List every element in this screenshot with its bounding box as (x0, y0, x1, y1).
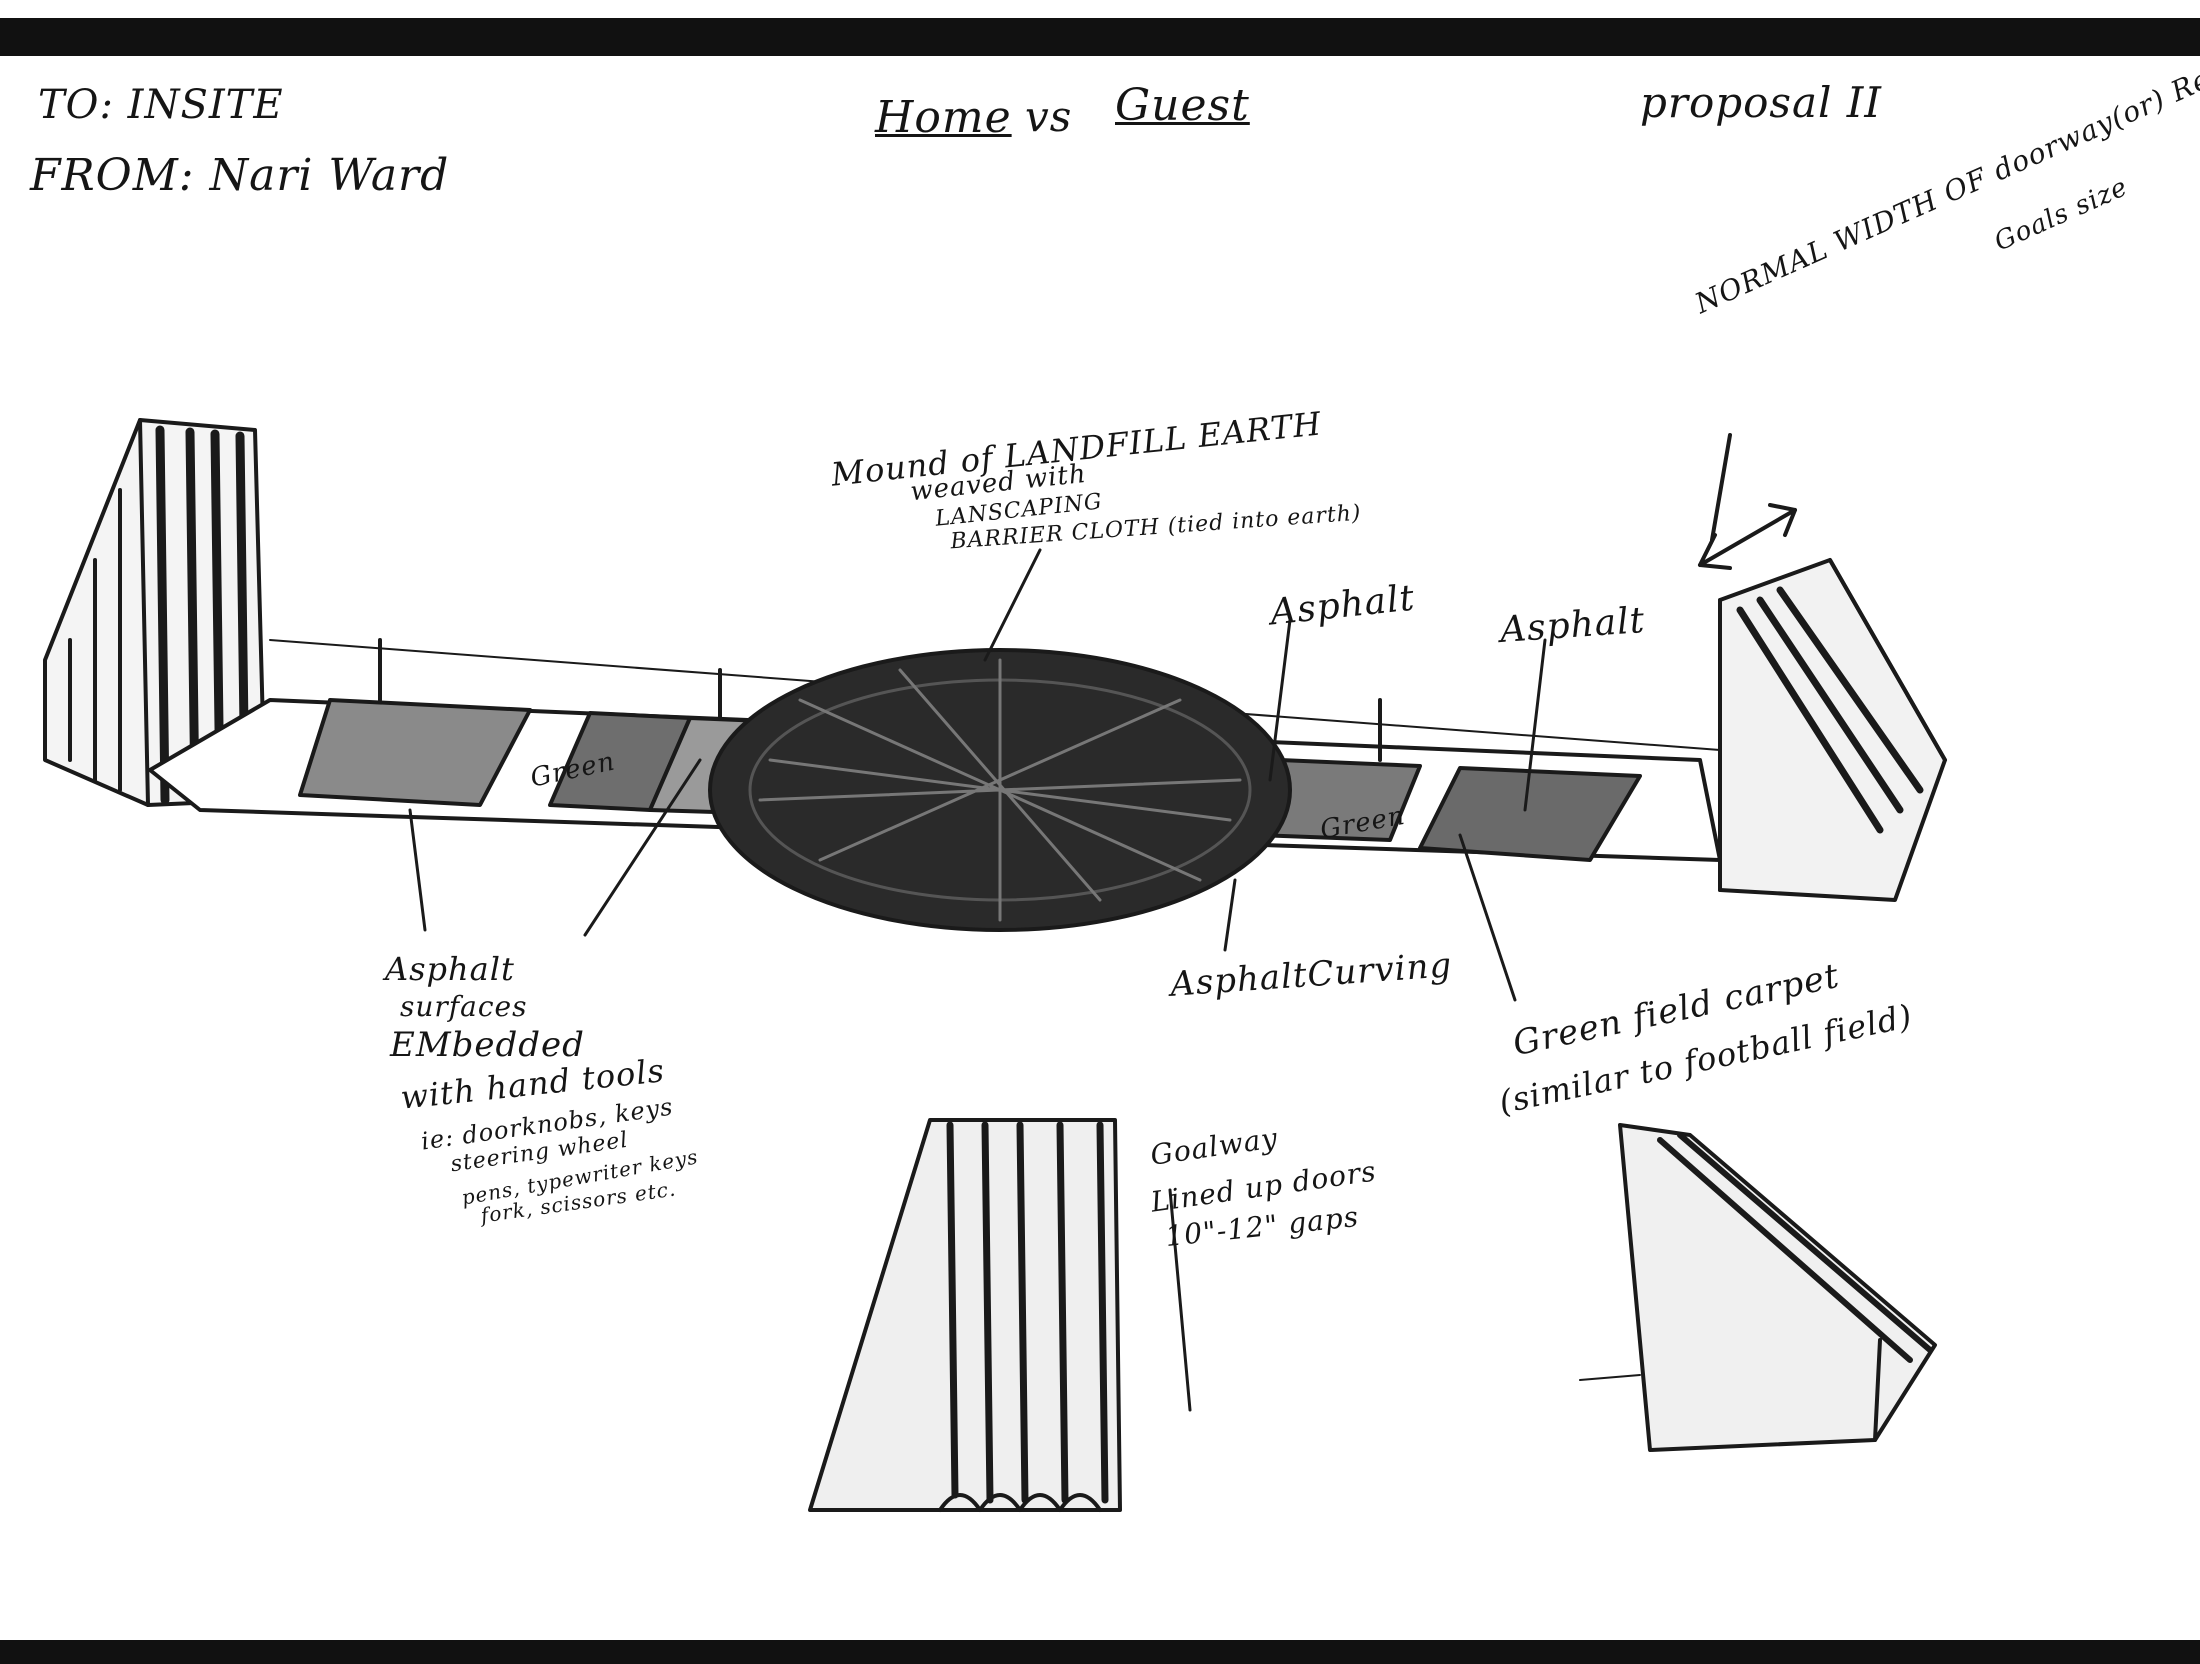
scan-top-border (0, 18, 2200, 56)
to-line: TO: INSITE (38, 82, 284, 128)
proposal-label: proposal II (1640, 78, 1882, 127)
asphalt-surfaces-1: Asphalt (385, 950, 515, 988)
doorway-width-arrow (1698, 433, 1797, 570)
asphalt-surfaces-2: surfaces (400, 990, 528, 1023)
title-vs: vs (1025, 92, 1073, 141)
annotation-leader-lines (408, 548, 1547, 1412)
title-home: Home (875, 92, 1012, 143)
goal-detail-right (1579, 1123, 1937, 1452)
right-goal-doors (1718, 558, 1947, 902)
left-goal-doors (43, 418, 267, 807)
goalway-detail-left (808, 1118, 1122, 1512)
title-guest: Guest (1115, 80, 1250, 131)
asphalt-surfaces-3: EMbedded (390, 1025, 585, 1065)
scan-bottom-border (0, 1640, 2200, 1664)
from-line: FROM: Nari Ward (30, 150, 450, 201)
landfill-mound (708, 648, 1292, 932)
